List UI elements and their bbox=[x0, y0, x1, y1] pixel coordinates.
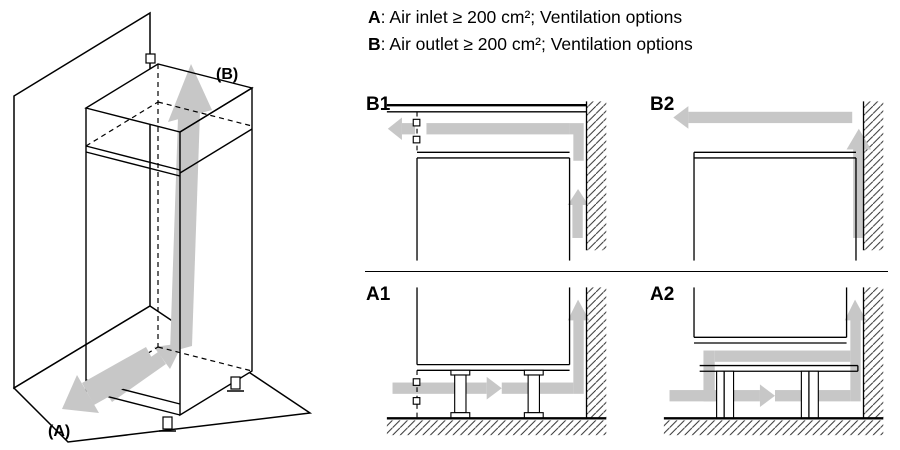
a2-linework bbox=[663, 287, 884, 420]
a2-airflow-arrows bbox=[669, 299, 867, 408]
panel-label-b1: B1 bbox=[366, 94, 391, 115]
legend-text-b: : Air outlet ≥ 200 cm²; Ventilation opti… bbox=[380, 34, 693, 54]
cabinet-hidden-edges bbox=[85, 64, 253, 392]
a1-airflow-arrows bbox=[392, 299, 590, 400]
wall-hatch bbox=[586, 101, 607, 251]
air-inlet-label: (A) bbox=[48, 423, 70, 440]
panel-b2-drawing bbox=[673, 101, 884, 261]
b2-linework bbox=[693, 101, 865, 261]
panel-label-b2: B2 bbox=[650, 94, 675, 115]
legend-key-b: B bbox=[368, 34, 381, 54]
panel-label-a1: A1 bbox=[366, 284, 391, 305]
wall-hatch bbox=[586, 287, 607, 419]
isometric-niche-view: (A) (B) bbox=[12, 11, 313, 443]
wall-hatch bbox=[863, 101, 884, 251]
air-inlet-front-arrow bbox=[62, 347, 158, 413]
appliance-feet bbox=[159, 376, 244, 432]
panel-a2-drawing bbox=[663, 287, 884, 436]
b1-airflow-arrows bbox=[387, 117, 589, 238]
a1-linework bbox=[386, 287, 607, 420]
cabinet-top-face bbox=[86, 64, 252, 132]
legend-line-a: A: Air inlet ≥ 200 cm²; Ventilation opti… bbox=[368, 4, 693, 31]
floor-hatch bbox=[663, 420, 884, 436]
air-outlet-label: (B) bbox=[216, 66, 238, 83]
b2-airflow-arrows bbox=[673, 106, 872, 238]
legend-line-b: B: Air outlet ≥ 200 cm²; Ventilation opt… bbox=[368, 31, 693, 58]
cabinet-outline bbox=[84, 63, 254, 417]
wall-spacer-block bbox=[145, 53, 156, 64]
section-divider bbox=[365, 271, 888, 272]
b1-linework bbox=[386, 101, 588, 261]
panel-b1-drawing bbox=[386, 101, 607, 261]
wall-hatch bbox=[863, 287, 884, 419]
legend: A: Air inlet ≥ 200 cm²; Ventilation opti… bbox=[368, 4, 693, 58]
legend-text-a: : Air inlet ≥ 200 cm²; Ventilation optio… bbox=[380, 7, 683, 27]
panel-label-a2: A2 bbox=[650, 284, 675, 305]
floor-hatch bbox=[386, 420, 607, 436]
panel-a1-drawing bbox=[386, 287, 607, 436]
legend-key-a: A bbox=[368, 7, 381, 27]
